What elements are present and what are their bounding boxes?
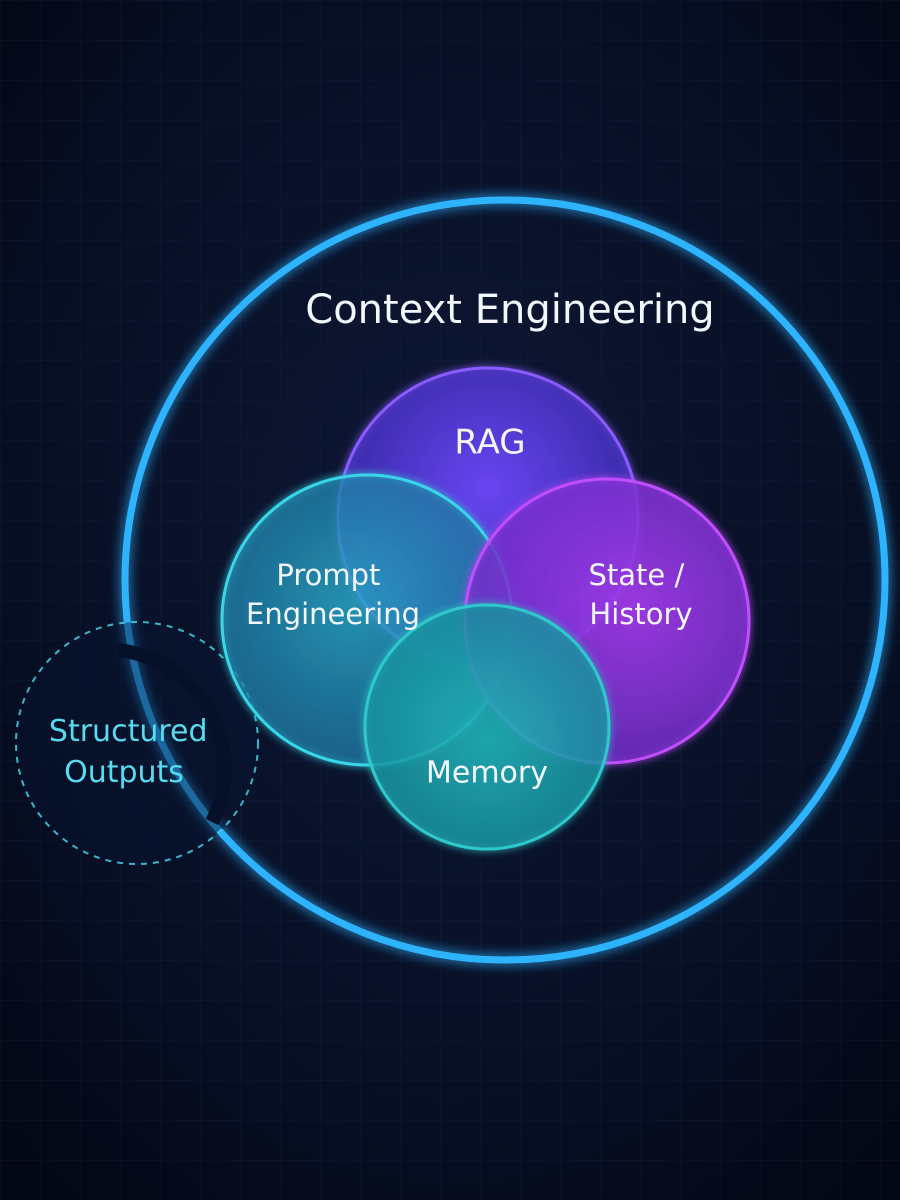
prompt-engineering-label-line1: Prompt bbox=[276, 558, 380, 592]
structured-outputs-label-line1: Structured bbox=[49, 714, 208, 749]
memory-label: Memory bbox=[426, 756, 548, 791]
structured-outputs-label-line2: Outputs bbox=[64, 755, 184, 790]
state-history-label: State / History bbox=[589, 558, 694, 631]
prompt-engineering-label: Prompt Engineering bbox=[246, 558, 420, 631]
structured-outputs-circle bbox=[15, 621, 259, 865]
state-history-label-line1: State / bbox=[589, 558, 685, 592]
context-engineering-ring bbox=[121, 196, 889, 964]
memory-circle bbox=[363, 603, 611, 851]
prompt-engineering-label-line2: Engineering bbox=[246, 597, 420, 631]
ring-gap bbox=[117, 643, 232, 826]
diagram-title: Context Engineering bbox=[305, 287, 714, 333]
state-history-label-line2: History bbox=[589, 597, 692, 631]
rag-label: RAG bbox=[454, 423, 525, 463]
structured-outputs-label: Structured Outputs bbox=[49, 714, 217, 790]
